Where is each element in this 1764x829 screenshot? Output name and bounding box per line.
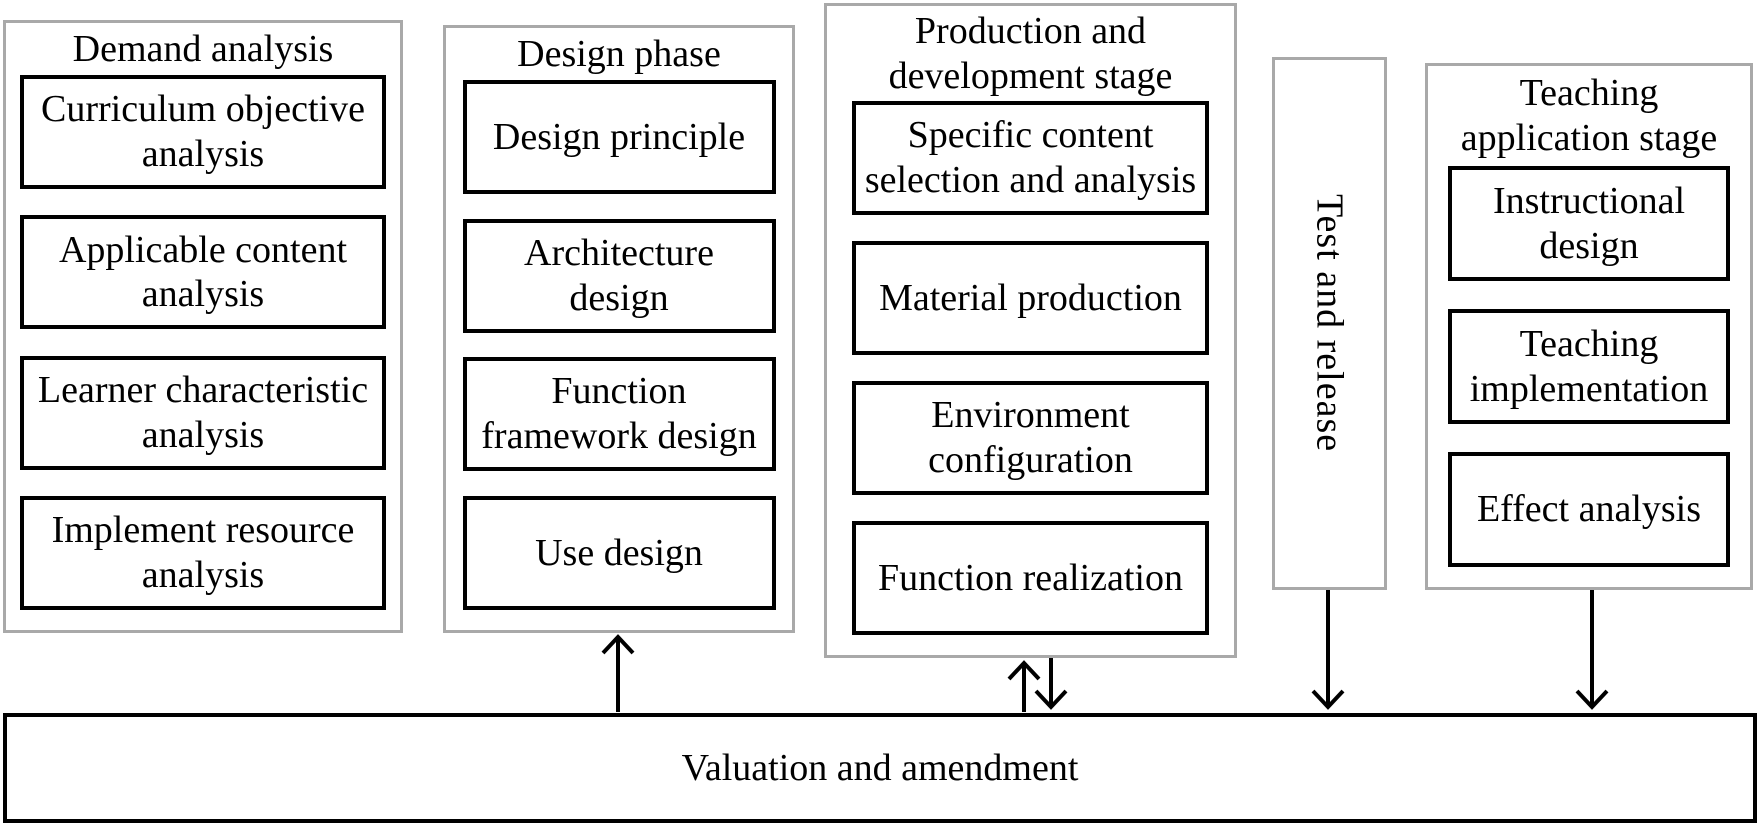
production-development-steps: Specific content selection and analysis … [827, 101, 1234, 655]
step-specific-content-selection-analysis: Specific content selection and analysis [852, 101, 1209, 215]
demand-analysis-steps: Curriculum objective analysis Applicable… [6, 75, 400, 630]
test-and-release-label: Test and release [1308, 194, 1351, 453]
step-learner-characteristic-analysis: Learner characteristic analysis [20, 355, 386, 470]
panel-title-demand-analysis: Demand analysis [72, 27, 334, 70]
step-environment-configuration: Environment configuration [852, 381, 1209, 495]
step-use-design: Use design [462, 495, 776, 610]
step-applicable-content-analysis: Applicable content analysis [20, 215, 386, 330]
valuation-and-amendment-label: Valuation and amendment [681, 747, 1079, 789]
arrow-down-test-release-to-bar [1311, 590, 1345, 710]
step-implement-resource-analysis: Implement resource analysis [20, 495, 386, 610]
panel-design-phase: Design phase Design principle Architectu… [443, 25, 795, 633]
panel-teaching-application-stage: Teaching application stage Instructional… [1425, 63, 1753, 590]
step-instructional-design: Instructional design [1448, 166, 1730, 281]
step-curriculum-objective-analysis: Curriculum objective analysis [20, 75, 386, 189]
design-phase-steps: Design principle Architecture design Fun… [446, 80, 792, 630]
arrow-up-bar-to-design-phase [601, 634, 635, 712]
step-function-realization: Function realization [852, 521, 1209, 635]
arrow-down-teaching-stage-to-bar [1575, 590, 1609, 710]
box-test-and-release: Test and release [1272, 57, 1387, 590]
panel-title-design-phase: Design phase [517, 32, 721, 75]
step-material-production: Material production [852, 241, 1209, 355]
panel-title-production-development: Production and development stage [888, 9, 1173, 97]
step-effect-analysis: Effect analysis [1448, 452, 1730, 567]
panel-title-teaching-application: Teaching application stage [1460, 72, 1718, 159]
step-architecture-design: Architecture design [462, 218, 776, 333]
panel-production-development-stage: Production and development stage Specifi… [824, 3, 1237, 658]
step-design-principle: Design principle [462, 80, 776, 194]
bar-valuation-and-amendment: Valuation and amendment [3, 713, 1757, 823]
arrow-down-production-stage-to-bar [1034, 658, 1068, 710]
step-function-framework-design: Function framework design [462, 357, 776, 472]
teaching-application-steps: Instructional design Teaching implementa… [1428, 166, 1750, 587]
step-teaching-implementation: Teaching implementation [1448, 309, 1730, 424]
arrow-up-bar-to-production-stage [1007, 660, 1041, 712]
panel-demand-analysis: Demand analysis Curriculum objective ana… [3, 20, 403, 633]
